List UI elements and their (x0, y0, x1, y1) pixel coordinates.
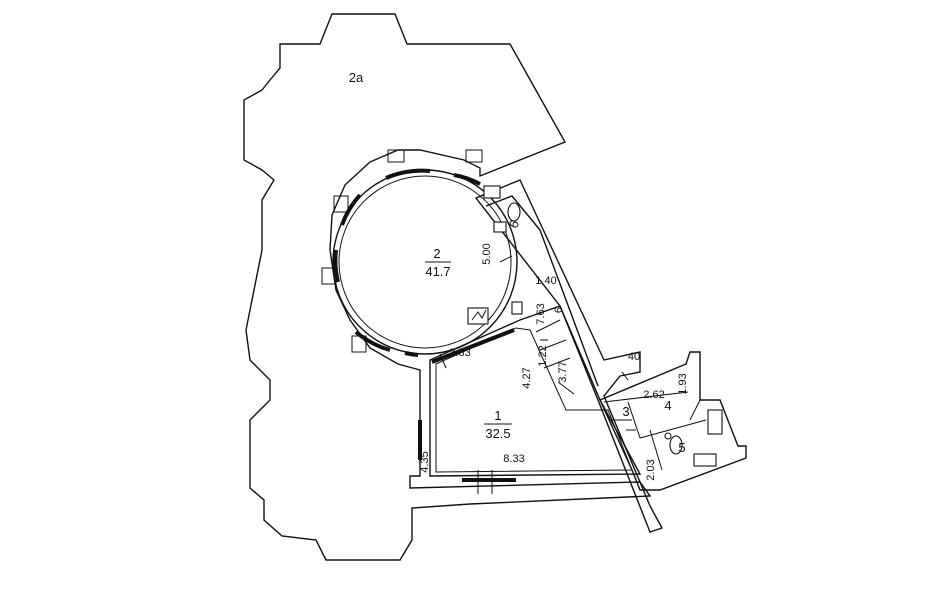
dimension-ticks (439, 255, 636, 431)
terrace-outline (243, 13, 652, 561)
stair-symbol (535, 319, 575, 395)
corridor-inner-wall (485, 195, 599, 387)
dim-7-63: 7.63 (535, 303, 547, 324)
round-room-wall-inner (338, 175, 512, 349)
room-4-number: 4 (664, 398, 671, 413)
room-2-number: 2 (433, 246, 440, 261)
dim-1-40: 1.40 (535, 275, 556, 287)
room-1-inner (435, 327, 633, 473)
dim-8-33: 8.33 (503, 453, 524, 465)
corridor-walls (474, 179, 664, 533)
dim-1-22: 1.22 (537, 345, 549, 366)
dim-3-83: 3.83 (449, 347, 470, 359)
dim-6: 6 (553, 307, 565, 313)
dim-1-93: 1.93 (677, 373, 689, 394)
dim-2-03: 2.03 (645, 459, 657, 480)
dim-3-77: 3.77 (557, 361, 569, 382)
window-segments (321, 149, 483, 357)
partition-2-1 (431, 328, 515, 364)
dim-40: 40 (628, 351, 640, 363)
room-1-area: 32.5 (485, 426, 510, 441)
bathroom-block (599, 351, 747, 491)
dim-4-27: 4.27 (521, 367, 533, 388)
vent-symbol (467, 307, 489, 325)
room-2a-number: 2а (349, 70, 364, 85)
shaft-symbol (511, 301, 523, 315)
dim-4-35: 4.35 (419, 451, 431, 472)
dim-5-00: 5.00 (481, 243, 493, 264)
bathroom-partitions (603, 391, 707, 471)
sanitary-fixtures (483, 185, 723, 467)
room-3-number: 3 (622, 404, 629, 419)
room-2-area: 41.7 (425, 264, 450, 279)
room-1-number: 1 (494, 408, 501, 423)
room-5-number: 5 (678, 440, 685, 455)
dim-2-62: 2.62 (643, 389, 664, 401)
